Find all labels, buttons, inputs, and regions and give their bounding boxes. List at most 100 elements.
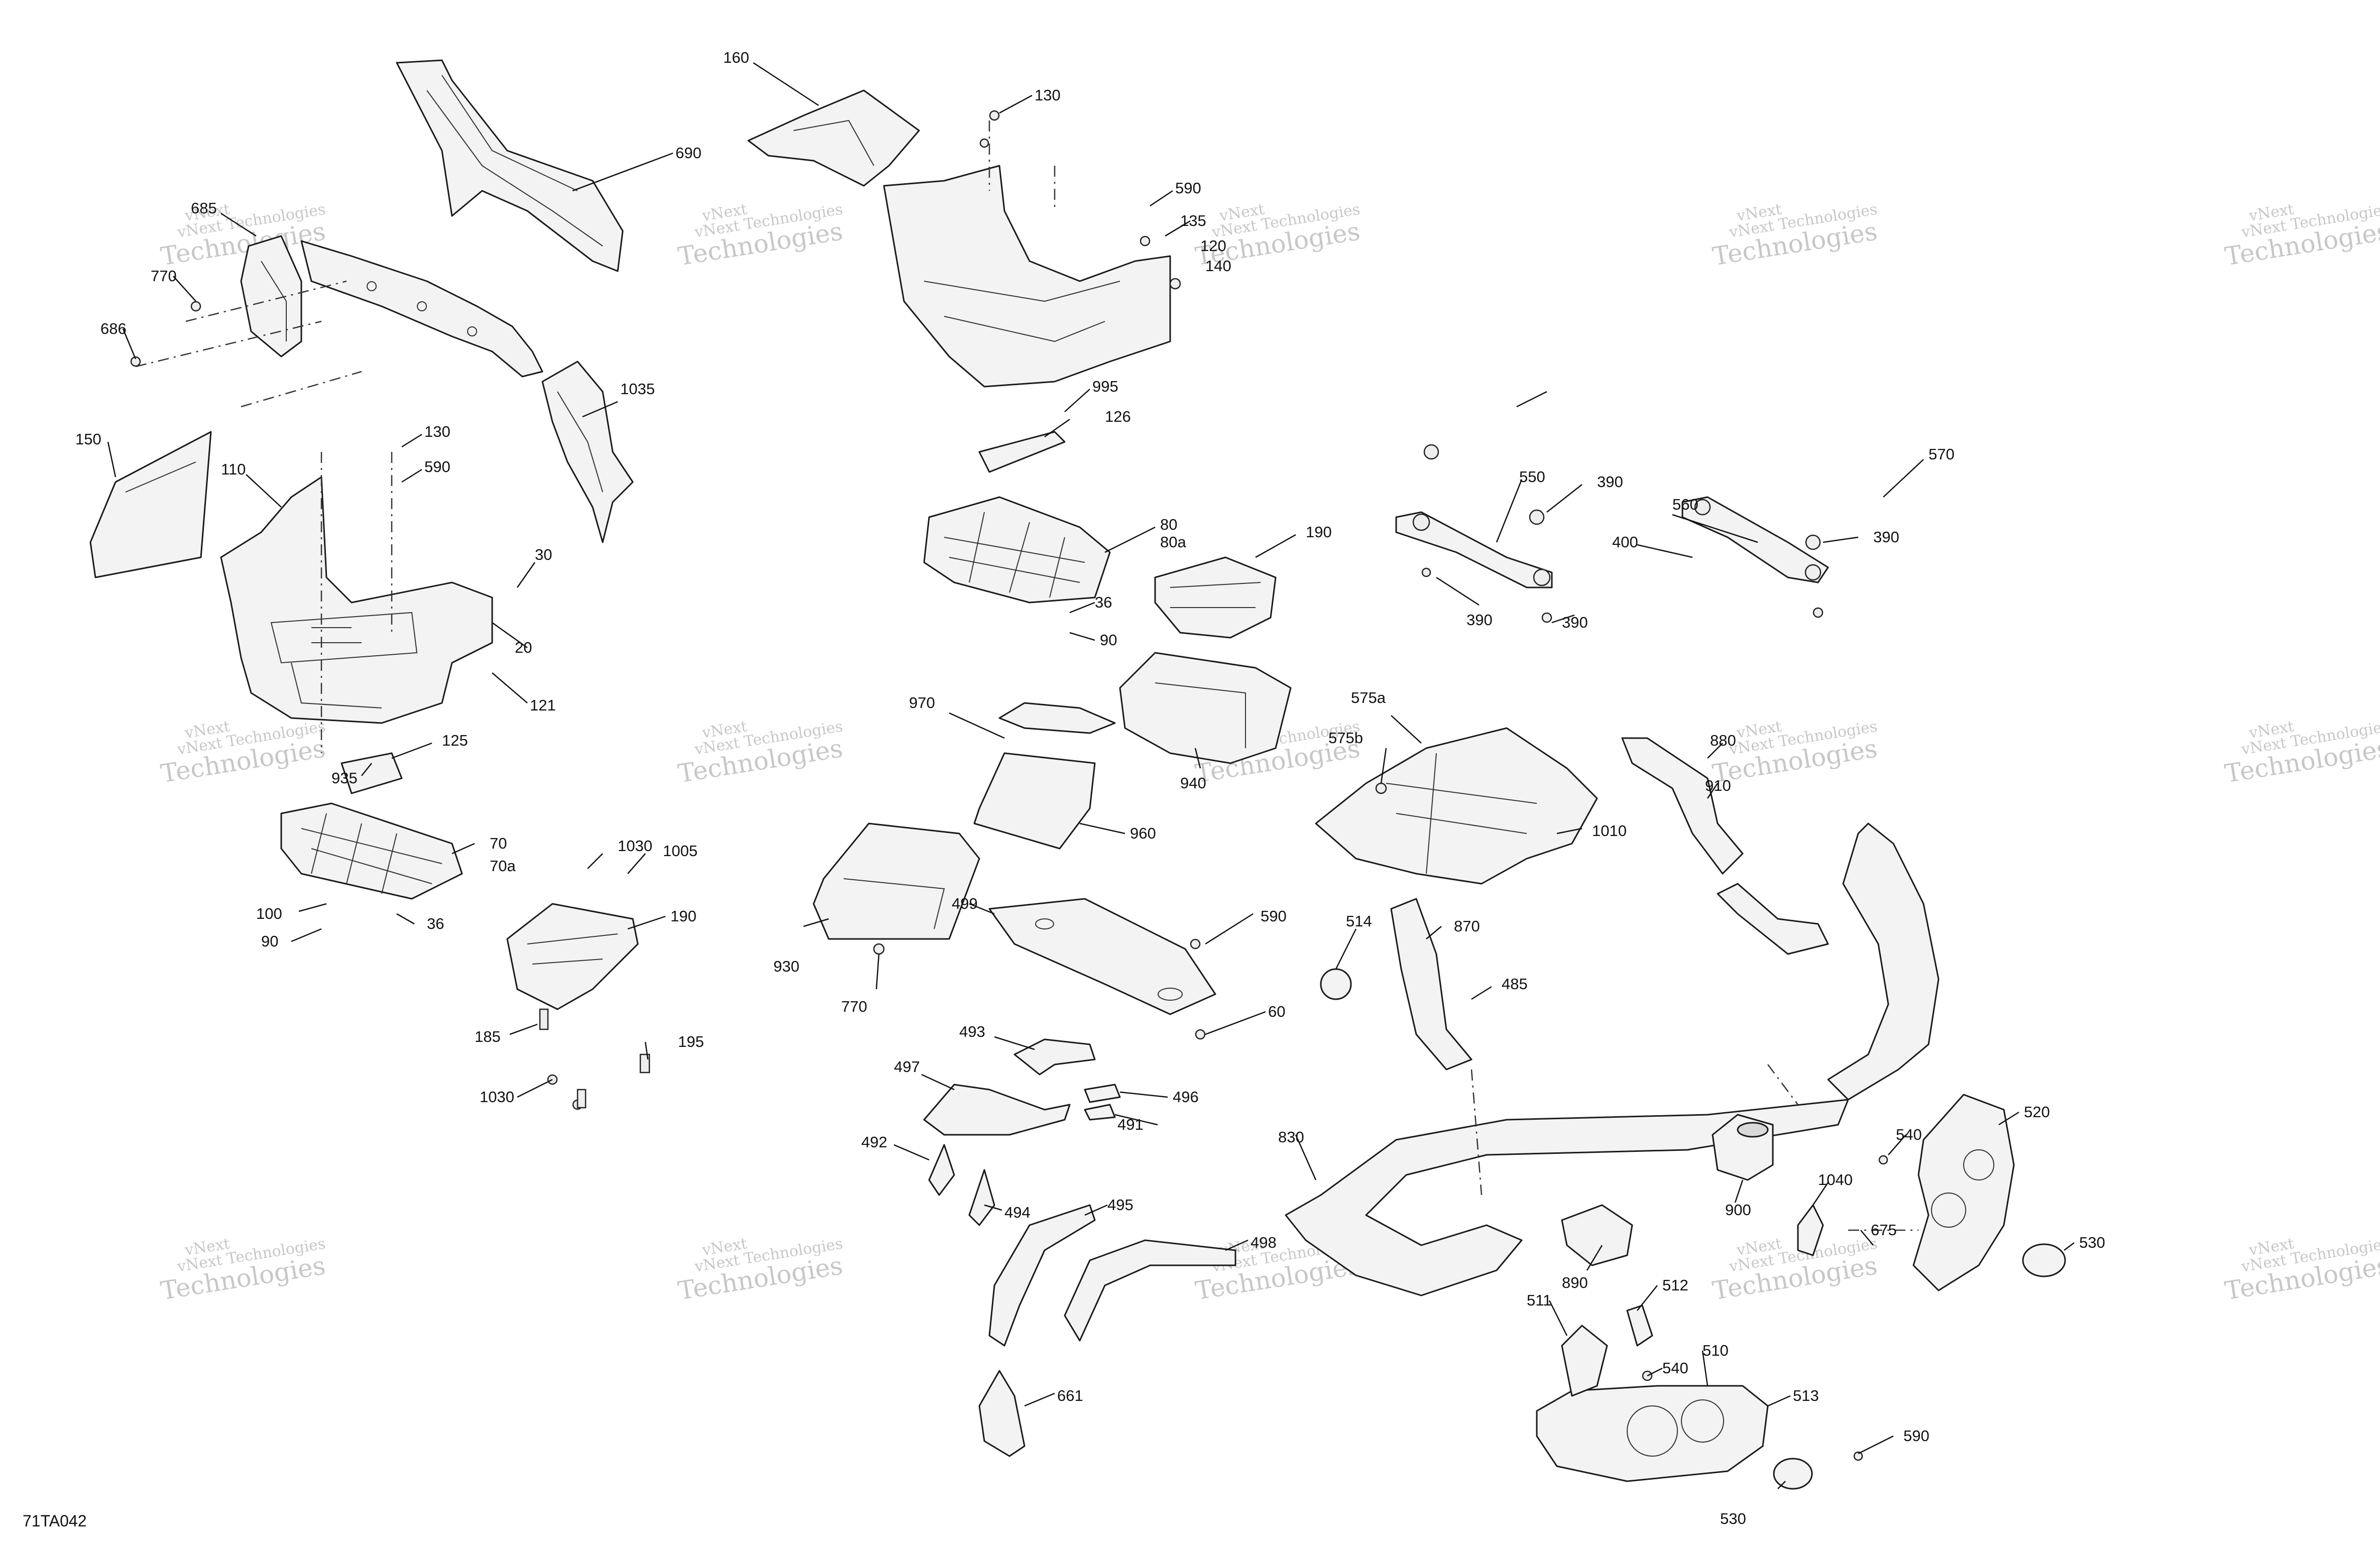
callout: 935 [331,769,358,787]
callout: 499 [952,895,978,912]
part-110-tub [220,476,493,724]
callout: 540 [1896,1126,1922,1143]
watermark: vNext vNext Technologies Technologies [1711,1235,1879,1305]
callout: 100 [256,905,282,922]
callout: 1005 [663,842,698,860]
callout: 870 [1454,917,1480,935]
part-930-box [813,822,980,940]
callout: 495 [1107,1196,1134,1214]
callout: 190 [670,907,697,925]
figure-id: 71TA042 [23,1512,87,1530]
part-150-panel [89,431,212,578]
callout: 690 [675,144,702,162]
callout: 70 [490,835,507,852]
watermark: vNext vNext Technologies Technologies [1711,200,1879,271]
watermark: vNext vNext Technologies Technologies [2223,200,2380,271]
callout: 770 [841,998,867,1015]
part-160-cover [747,89,920,187]
callout: 497 [894,1058,920,1076]
part-510-housing [1536,1385,1769,1482]
part-830-bumper [1285,822,1940,1296]
callout: 90 [1100,631,1117,649]
callout: 570 [1929,445,1955,463]
part-494-trim [968,1169,995,1226]
part-1035-fender [541,361,634,543]
callout: 530 [2079,1234,2105,1251]
part-rear-bracket [300,240,543,378]
callout: 590 [1261,907,1287,925]
part-493-trim [1013,1038,1096,1076]
part-497-trim [923,1084,1071,1136]
part-495-trim [988,1204,1096,1347]
callout: 513 [1793,1387,1819,1404]
part-690-panel [396,59,624,272]
part-496-clip [1084,1084,1121,1103]
watermark: vNext vNext Technologies Technologies [2223,1235,2380,1305]
callout: 492 [861,1133,887,1151]
part-512-tab [1626,1304,1653,1347]
callout: 70a [490,857,516,875]
callout: 930 [773,958,800,975]
callout: 150 [75,430,101,448]
callout: 390 [1873,528,1899,546]
callout: 390 [1562,614,1588,631]
callout: 36 [427,915,444,932]
part-661-guard [978,1370,1026,1457]
callout: 130 [424,423,450,440]
callout: 900 [1725,1201,1751,1219]
callout: 60 [1268,1003,1285,1020]
part-498-trim [1064,1239,1236,1342]
callout: 1030 [618,837,652,855]
watermark: vNext vNext Technologies Technologies [1193,200,1362,271]
callout: 675 [1871,1221,1897,1239]
callout: 530 [1720,1510,1746,1527]
callout: 1040 [1818,1171,1853,1189]
callout: 960 [1130,824,1156,842]
watermark: vNext vNext Technologies Technologies [676,718,845,788]
callout: 390 [1466,611,1493,629]
part-940-box [1119,652,1292,764]
callout: 590 [1903,1427,1930,1445]
callout: 498 [1251,1234,1277,1251]
callouts: 160 130 690 685 770 686 590 135 120 140 … [75,49,2105,1527]
part-550-strut [1395,511,1553,588]
callout: 185 [475,1028,501,1045]
parts [89,59,2066,1490]
part-870-upright [1390,898,1472,1071]
part-190-footpeg-right [1154,556,1277,639]
part-70-footrest [280,802,463,900]
part-front-tub [883,165,1171,388]
callout: 126 [1105,408,1131,425]
callout: 496 [1173,1088,1199,1106]
callout: 1030 [480,1088,514,1106]
fasteners [130,110,1888,1461]
callout: 590 [424,458,450,476]
callout: 512 [1662,1276,1688,1294]
watermark: vNext vNext Technologies Technologies [159,200,327,271]
part-514-disc [1320,968,1352,1000]
part-499-skid [988,898,1216,1015]
callout: 575b [1328,729,1363,747]
watermark: vNext vNext Technologies Technologies [2223,718,2380,788]
callout: 510 [1703,1342,1729,1359]
part-80-footrest [923,496,1111,604]
part-530-lens-right [2022,1243,2066,1277]
callout: 890 [1562,1274,1588,1291]
part-685-cover [240,235,302,358]
callout: 493 [959,1023,985,1040]
leader-lines [107,62,2075,1489]
part-900-clamp [1712,1114,1774,1181]
callout: 30 [535,546,552,563]
callout: 80a [1160,533,1186,551]
callout: 575a [1351,689,1386,706]
callout: 400 [1612,533,1638,551]
part-880-bracket [1621,737,1744,875]
callout: 661 [1057,1387,1083,1404]
callout: 550 [1519,468,1545,486]
callout: 995 [1092,378,1118,395]
callout: 910 [1705,777,1731,794]
callout: 494 [1004,1204,1031,1221]
callout: 90 [261,932,278,950]
callout: 685 [191,199,217,217]
callout: 830 [1278,1128,1304,1146]
